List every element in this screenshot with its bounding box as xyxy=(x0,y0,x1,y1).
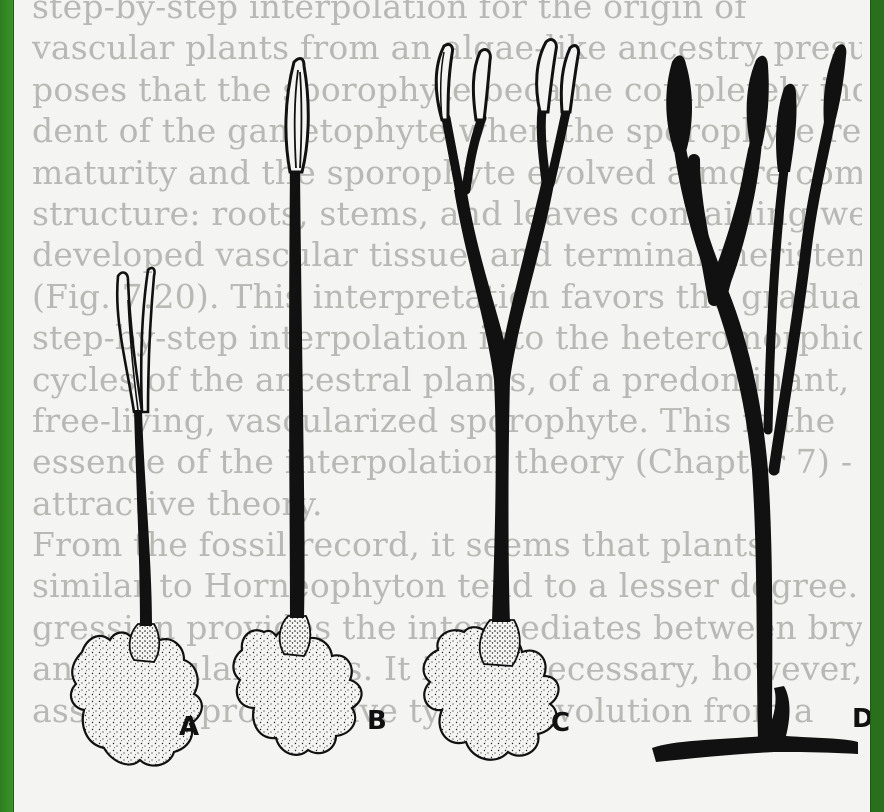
label-b: B xyxy=(367,706,387,736)
foot-c xyxy=(480,620,520,666)
stem-d xyxy=(674,140,772,740)
sporangium-d2 xyxy=(747,56,769,146)
plant-c xyxy=(424,40,579,760)
plant-d xyxy=(652,44,858,762)
capsule-c3 xyxy=(537,40,557,112)
plant-evolution-figure xyxy=(14,0,870,812)
foot-b xyxy=(280,616,311,656)
rhizome-d xyxy=(652,686,858,762)
stalk-c xyxy=(454,180,554,622)
sporangium-d1 xyxy=(666,55,692,152)
scanned-page: step-by-step interpolation for the origi… xyxy=(14,0,870,812)
plant-a xyxy=(71,268,202,766)
sporangium-d3 xyxy=(776,84,797,172)
sporangium-d4 xyxy=(824,44,847,126)
stalk-a xyxy=(134,410,152,626)
foot-a xyxy=(130,624,160,662)
label-a: A xyxy=(179,712,199,742)
label-d: D xyxy=(852,704,870,734)
stalk-b xyxy=(289,170,304,618)
label-c: C xyxy=(551,708,570,738)
capsule-c2 xyxy=(473,50,490,120)
capsule-c1 xyxy=(436,44,452,120)
capsule-c4 xyxy=(561,46,578,112)
plant-b xyxy=(233,59,361,755)
